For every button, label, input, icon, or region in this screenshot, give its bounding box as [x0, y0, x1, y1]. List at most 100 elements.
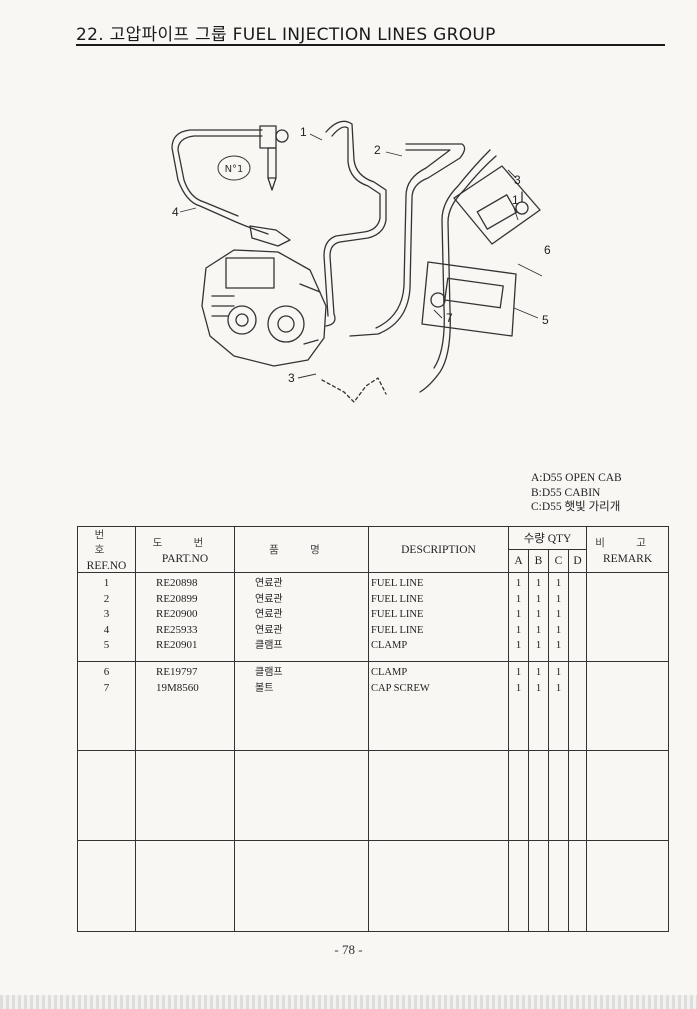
- scan-edge: [0, 995, 697, 1009]
- part-no-value: RE20901: [156, 639, 198, 651]
- col-qty-header: 수량 QTY: [507, 526, 588, 550]
- clamp-6-frame: [453, 165, 541, 245]
- qty-b-value: 1: [535, 623, 542, 636]
- col-qty-c: C: [548, 549, 569, 573]
- fuel-line-3: [419, 155, 497, 393]
- callout-3-top: 3: [514, 173, 521, 187]
- callout-7: 7: [446, 311, 453, 325]
- col-remark-header: 비 고 REMARK: [586, 526, 670, 573]
- ref-no-value: 3: [103, 608, 110, 620]
- remark-value: [587, 681, 668, 697]
- cell-part-no: RE19797 19M8560: [135, 661, 235, 752]
- legend-b: B:D55 CABIN: [531, 486, 601, 499]
- fuel-line-2: [349, 143, 466, 337]
- qty-a-value: 1: [515, 666, 522, 679]
- part-no-value: RE19797: [156, 666, 198, 679]
- cell-qty-a: [508, 839, 529, 933]
- description-value: CLAMP: [371, 667, 408, 679]
- cell-remark: [586, 571, 670, 663]
- page-number: - 78 -: [334, 942, 363, 957]
- cell-description: CLAMP CAP SCREW: [368, 661, 509, 752]
- qty-c-value: 1: [555, 623, 562, 636]
- cell-qty-b: [528, 750, 549, 841]
- remark-value: [587, 623, 668, 639]
- part-no-value: 19M8560: [156, 681, 199, 694]
- remark-value: [587, 592, 668, 608]
- qty-c-value: 1: [555, 681, 562, 694]
- part-name-kr-value: 연료관: [255, 578, 283, 589]
- cell-qty-c: [548, 839, 569, 933]
- callout-2: 2: [374, 143, 381, 157]
- cell-ref-no: [77, 839, 136, 933]
- parts-table: 번 호 REF.NO 도 번 PART.NO 품 명 DESCRIPTION 수…: [77, 526, 670, 933]
- qty-a-value: 1: [515, 577, 522, 589]
- fuel-line-4: [171, 129, 269, 235]
- cell-qty-d: [567, 839, 588, 933]
- qty-c-value: 1: [555, 608, 562, 620]
- qty-d-value: [569, 623, 586, 639]
- part-no-value: RE20900: [156, 608, 198, 620]
- qty-b-value: 1: [535, 608, 542, 620]
- cell-description: [368, 839, 509, 933]
- cell-qty-c: [548, 750, 569, 841]
- legend-c: C:D55 햇빛 가리개: [531, 501, 621, 513]
- cell-part-name-kr: [234, 750, 369, 841]
- part-name-kr-value: 볼트: [255, 682, 274, 694]
- remark-value: [587, 576, 668, 592]
- part-name-kr-value: 연료관: [255, 624, 283, 636]
- cell-part-name-kr: [234, 839, 369, 933]
- callout-4: 4: [172, 205, 179, 219]
- description-value: CLAMP: [371, 640, 408, 651]
- remark-value: [587, 607, 668, 623]
- col-qty-d: D: [567, 549, 588, 573]
- callout-3-bottom: 3: [288, 371, 295, 385]
- ref-no-value: 5: [103, 639, 110, 651]
- qty-c-value: 1: [555, 666, 562, 679]
- col-desc-header: DESCRIPTION: [368, 526, 509, 573]
- cell-remark: [586, 661, 670, 752]
- callout-1: 1: [300, 125, 307, 139]
- cell-qty-d: [567, 661, 588, 752]
- cell-part-no: [135, 750, 235, 841]
- ref-no-value: 7: [103, 681, 110, 694]
- injection-pump: [201, 249, 327, 367]
- description-value: FUEL LINE: [371, 609, 424, 620]
- part-name-kr-value: 클램프: [255, 640, 283, 651]
- callout-5: 5: [542, 313, 549, 327]
- table-row-group: [77, 750, 670, 841]
- callout-6: 6: [544, 243, 551, 257]
- description-value: CAP SCREW: [371, 682, 430, 694]
- qty-b-value: 1: [535, 681, 542, 694]
- qty-b-value: 1: [535, 592, 542, 605]
- col-part-header: 도 번 PART.NO: [135, 526, 235, 573]
- remark-value: [587, 638, 668, 654]
- col-ref-header: 번 호 REF.NO: [77, 526, 136, 573]
- part-name-kr-value: 연료관: [255, 609, 283, 620]
- description-value: FUEL LINE: [371, 624, 424, 636]
- description-value: FUEL LINE: [371, 578, 424, 589]
- cylinder-number-badge: [217, 155, 251, 181]
- cell-qty-d: [567, 750, 588, 841]
- qty-d-value: [569, 638, 586, 654]
- fuel-lines-diagram: N°1 1 2 3 3 4 5 6 7 1: [171, 120, 551, 403]
- qty-b-value: 1: [535, 639, 542, 651]
- qty-a-value: 1: [515, 681, 522, 694]
- part-name-kr-value: 연료관: [255, 593, 283, 605]
- fuel-line-1: [325, 120, 387, 327]
- qty-a-value: 1: [515, 608, 522, 620]
- cell-part-no: [135, 839, 235, 933]
- qty-b-value: 1: [535, 666, 542, 679]
- part-name-kr-value: 클램프: [255, 667, 283, 679]
- title-rule: [76, 44, 665, 46]
- ref-no-value: 4: [103, 623, 110, 636]
- qty-c-value: 1: [555, 639, 562, 651]
